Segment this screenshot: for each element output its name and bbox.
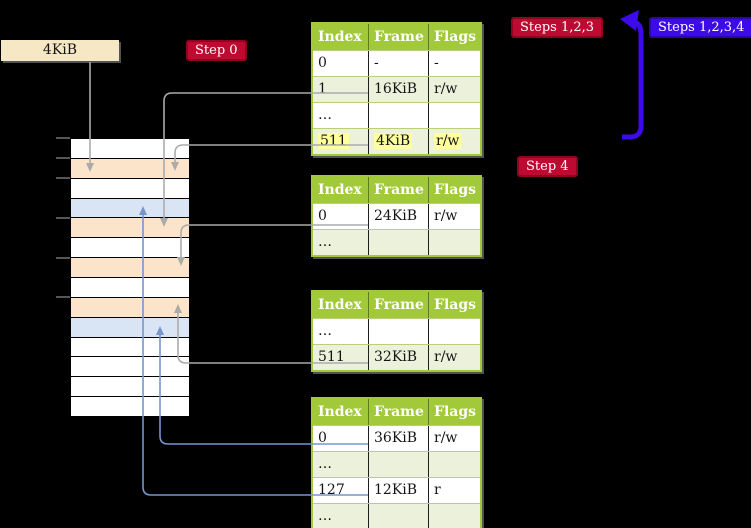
table-cell: -: [368, 51, 428, 76]
table-cell: [368, 230, 428, 255]
table-cell: r: [428, 478, 480, 503]
table-row: …: [313, 102, 480, 128]
table-cell: [368, 452, 428, 477]
table-cell: 0: [318, 55, 327, 71]
table-row: 511 4KiB r/w: [313, 128, 480, 154]
table-cell: …: [318, 508, 332, 524]
table-cell: [368, 504, 428, 528]
table-cell: r/w: [428, 204, 480, 229]
column-header: Frame: [368, 292, 428, 318]
memory-address-ticks: [56, 137, 70, 298]
table-cell: 16KiB: [368, 77, 428, 102]
table-cell: r/w: [428, 129, 480, 154]
table-row: 0 --: [313, 50, 480, 76]
column-header: Flags: [428, 399, 480, 425]
column-header: Frame: [368, 177, 428, 203]
memory-frame-row: [71, 139, 189, 159]
table-row: …: [313, 229, 480, 255]
table-cell: …: [318, 456, 332, 472]
table-cell: -: [428, 51, 480, 76]
table-cell: …: [318, 107, 332, 123]
column-header: Index: [318, 29, 362, 45]
highlighted-entry-text: 511: [318, 133, 349, 149]
memory-frame-row: [71, 297, 189, 318]
memory-frames-stack: [70, 138, 190, 417]
table-cell: 12KiB: [368, 478, 428, 503]
table-cell: r/w: [428, 345, 480, 370]
highlighted-entry-text: 4KiB: [374, 133, 413, 149]
table-cell: [428, 103, 480, 128]
column-header: Flags: [428, 292, 480, 318]
table-cell: [368, 319, 428, 344]
column-header: Frame: [368, 24, 428, 50]
table-cell: [428, 452, 480, 477]
table-cell: 24KiB: [368, 204, 428, 229]
table-cell: 127: [318, 482, 345, 498]
column-header: Flags: [428, 24, 480, 50]
column-header: Index: [318, 297, 362, 313]
table-cell: [428, 504, 480, 528]
table-cell: [428, 230, 480, 255]
table-cell: r/w: [428, 426, 480, 451]
table-cell: [368, 103, 428, 128]
memory-frame-row: [71, 377, 189, 398]
table-row: …: [313, 318, 480, 344]
table-cell: 511: [318, 349, 345, 365]
table-row: …: [313, 451, 480, 477]
column-header: Flags: [428, 177, 480, 203]
memory-frame-row: [71, 337, 189, 358]
memory-frame-row: [71, 198, 189, 219]
memory-frame-row: [71, 317, 189, 338]
memory-frame-row: [71, 178, 189, 199]
table-cell: …: [318, 323, 332, 339]
table-cell: 0: [318, 430, 327, 446]
recursive-loop-arrow: [620, 10, 644, 140]
table-cell: 32KiB: [368, 345, 428, 370]
column-header: Index: [318, 182, 362, 198]
memory-frame-row: [71, 397, 189, 417]
table-cell: [428, 319, 480, 344]
memory-frame-row: [71, 238, 189, 259]
step0-label: Step 0: [186, 40, 247, 61]
memory-frame-row: [71, 258, 189, 279]
table-cell: 0: [318, 208, 327, 224]
table-cell: 511: [313, 129, 368, 154]
column-header: Frame: [368, 399, 428, 425]
memory-frame-row: [71, 357, 189, 378]
memory-frame-row: [71, 218, 189, 239]
memory-frame-row: [71, 278, 189, 298]
highlighted-entry-text: r/w: [434, 133, 462, 149]
frame-size-label: 4KiB: [1, 40, 119, 61]
step4-label: Step 4: [517, 156, 578, 177]
steps-1234-label: Steps 1,2,3,4: [649, 17, 751, 38]
steps-123-label: Steps 1,2,3: [511, 17, 604, 38]
table-cell: 1: [318, 81, 327, 97]
table-cell: r/w: [428, 77, 480, 102]
table-cell: …: [318, 234, 332, 250]
memory-frame-row: [71, 158, 189, 179]
column-header: Index: [318, 404, 362, 420]
table-cell: 36KiB: [368, 426, 428, 451]
table-cell: 4KiB: [368, 129, 428, 154]
table-row: …: [313, 503, 480, 528]
